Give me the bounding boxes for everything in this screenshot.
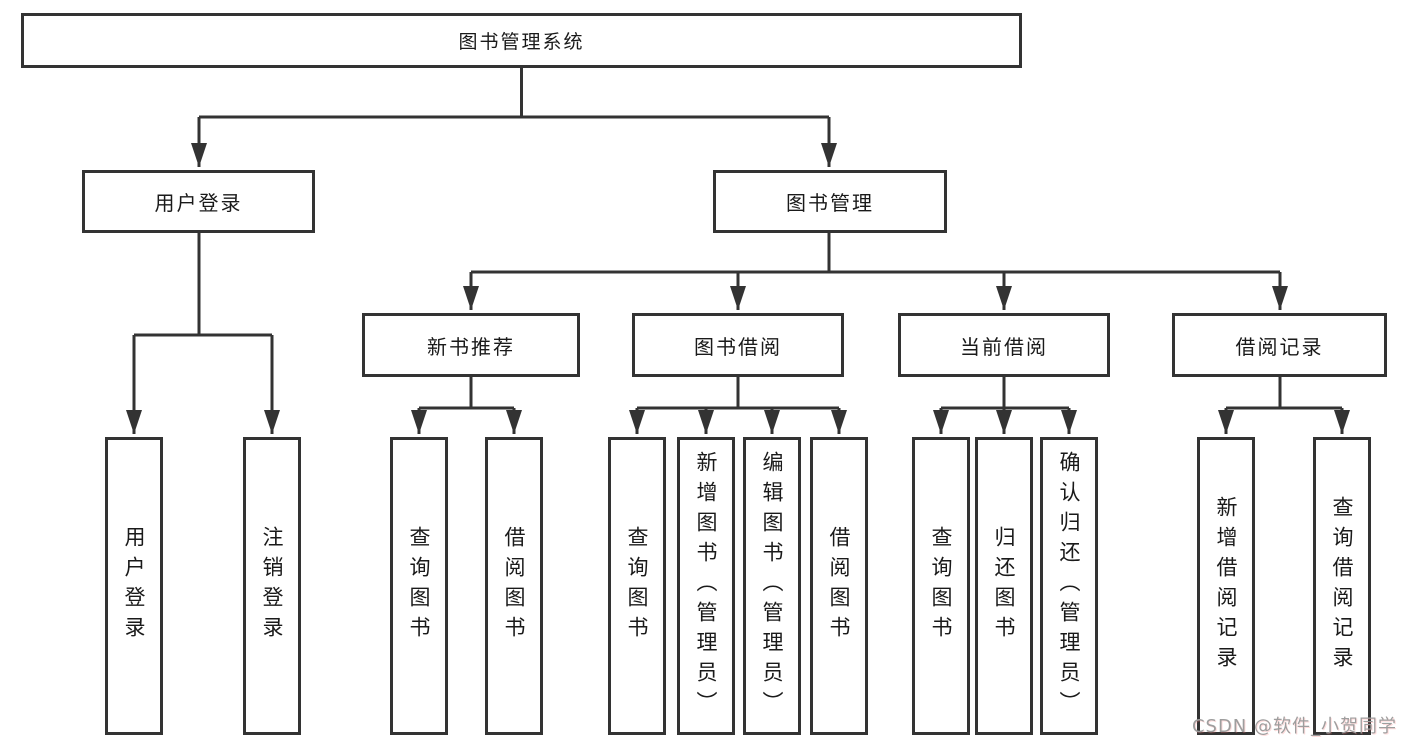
node-book-borrow: 图书借阅 [632,313,844,377]
node-new-book-recommend: 新书推荐 [362,313,580,377]
node-label: 新增借阅记录 [1214,496,1238,676]
node-leaf-current-query-books: 查询图书 [912,437,970,735]
node-leaf-current-confirm-return-admin: 确认归还（管理员） [1040,437,1098,735]
csdn-watermark: CSDN @软件_小贺同学 [1191,716,1397,737]
node-label: 用户登录 [154,191,243,215]
node-label: 归还图书 [992,526,1016,646]
node-label: 图书管理 [786,191,874,215]
node-label: 借阅记录 [1235,334,1324,359]
node-label: 注销登录 [260,526,284,646]
node-label: 查询借阅记录 [1330,496,1354,676]
node-leaf-current-return-books: 归还图书 [975,437,1033,735]
node-label: 新书推荐 [427,334,515,359]
node-label: 借阅图书 [502,526,526,646]
node-label: 新增图书（管理员） [694,451,718,721]
node-leaf-borrow-borrow-books: 借阅图书 [810,437,868,735]
node-book-management: 图书管理 [713,170,947,233]
node-label: 图书借阅 [694,334,782,359]
node-leaf-borrow-add-books-admin: 新增图书（管理员） [677,437,735,735]
node-system-root: 图书管理系统 [21,13,1022,68]
node-leaf-borrow-edit-books-admin: 编辑图书（管理员） [743,437,801,735]
node-borrow-records: 借阅记录 [1172,313,1387,377]
node-leaf-records-add-record: 新增借阅记录 [1197,437,1255,735]
node-user-login: 用户登录 [82,170,315,233]
node-label: 编辑图书（管理员） [760,451,784,721]
node-label: 查询图书 [407,526,431,646]
node-label: 确认归还（管理员） [1057,451,1081,721]
node-current-borrow: 当前借阅 [898,313,1110,377]
node-leaf-recommend-query-books: 查询图书 [390,437,448,735]
node-leaf-user-login: 用户登录 [105,437,163,735]
node-leaf-borrow-query-books: 查询图书 [608,437,666,735]
node-leaf-logout: 注销登录 [243,437,301,735]
node-label: 图书管理系统 [458,31,585,53]
node-label: 借阅图书 [827,526,851,646]
node-leaf-records-query-record: 查询借阅记录 [1313,437,1371,735]
node-leaf-recommend-borrow-books: 借阅图书 [485,437,543,735]
node-label: 当前借阅 [960,334,1048,359]
node-label: 查询图书 [625,526,649,646]
node-label: 查询图书 [929,526,953,646]
node-label: 用户登录 [122,526,146,646]
